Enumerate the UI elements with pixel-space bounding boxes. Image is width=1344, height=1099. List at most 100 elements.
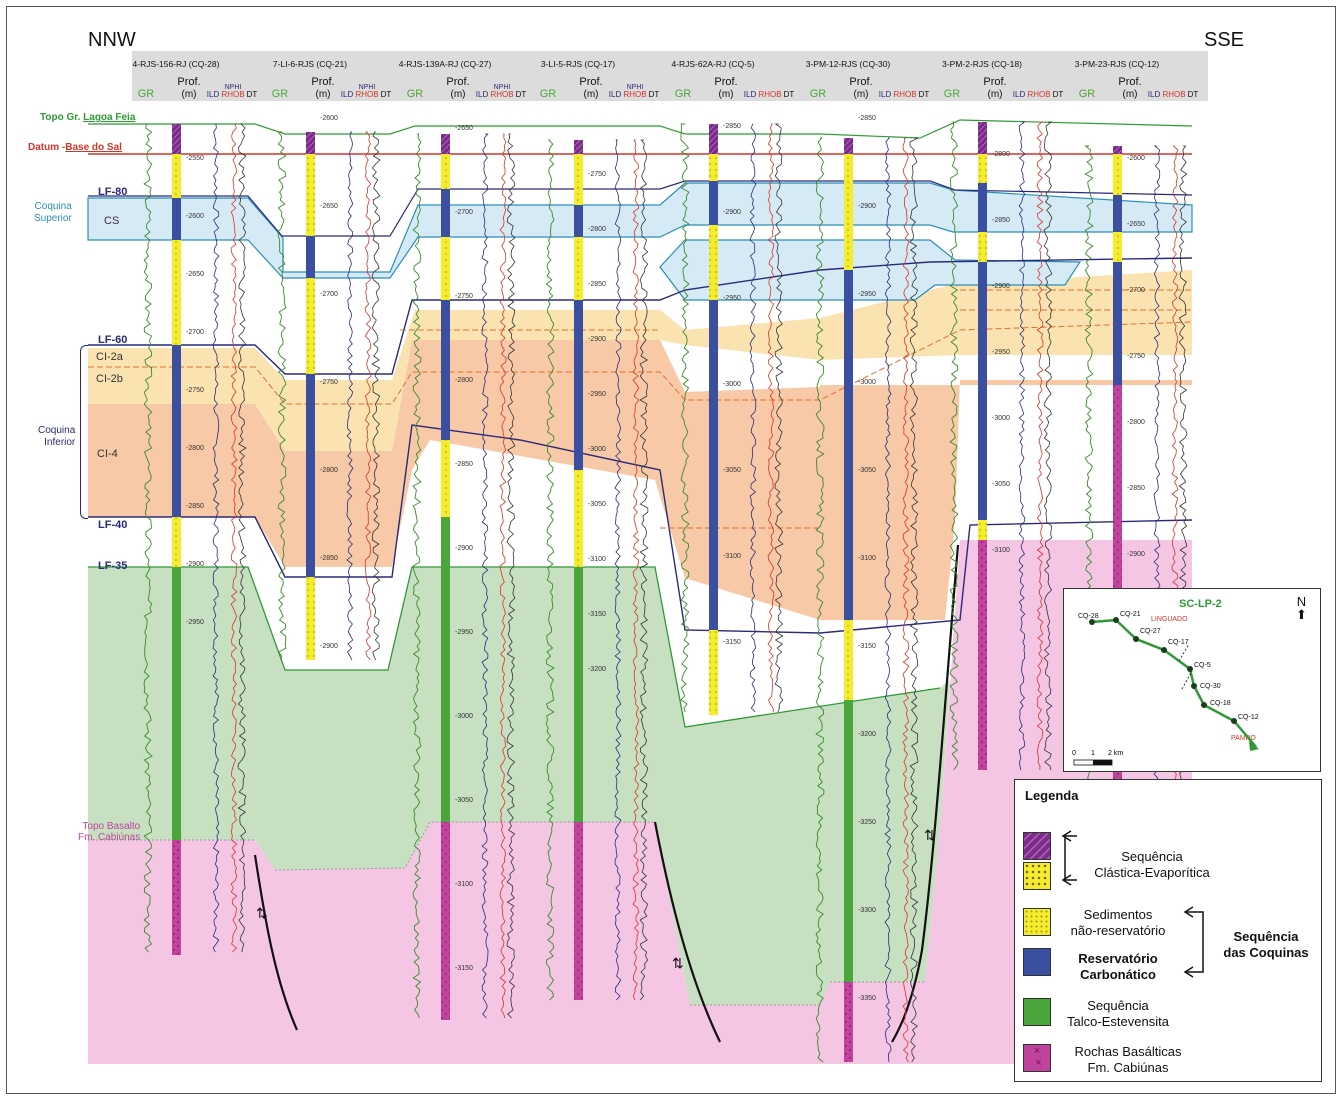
fault-arrow-1: ⇅: [256, 905, 268, 921]
cs-label: CS: [104, 215, 120, 227]
depth-label-m: (m): [719, 89, 734, 100]
lithology-segment: [844, 620, 853, 700]
lithology-segment: [172, 198, 181, 240]
depth-tick-label: -2750: [588, 171, 606, 178]
inset-well-label: CQ-18: [1210, 700, 1231, 707]
legend-res-1: Reservatório: [1078, 951, 1158, 966]
depth-tick-label: -3200: [588, 666, 606, 673]
header-band: [132, 51, 1208, 101]
depth-label-prof: Prof.: [579, 76, 602, 88]
lithology-segment: [574, 205, 583, 237]
rhob-track-label: RHOB: [758, 90, 781, 99]
lf35-line: [88, 566, 941, 728]
north-arrow-icon: ⬆: [1296, 607, 1307, 622]
gr-curve: [815, 137, 825, 1063]
ild-track-label: ILD: [609, 90, 622, 99]
gr-curve: [680, 123, 690, 713]
well-name: 3-PM-23-RJS (CQ-12): [1075, 59, 1160, 69]
inset-well-label: CQ-28: [1078, 613, 1099, 620]
gr-track-label: GR: [675, 88, 692, 100]
depth-tick-label: -2550: [186, 155, 204, 162]
gr-curve: [949, 121, 959, 771]
depth-tick-label: -3050: [858, 467, 876, 474]
depth-tick-label: -2700: [320, 291, 338, 298]
depth-tick-label: -2650: [455, 125, 473, 132]
dt-curve: [371, 131, 381, 661]
lithology-segment: [441, 822, 450, 1020]
legend-sed-2: não-reservatório: [1070, 923, 1166, 938]
legend-coquinas-1: Sequência: [1233, 929, 1299, 944]
trace-end-arrow: [1249, 741, 1259, 751]
depth-tick-label: -3050: [992, 481, 1010, 488]
depth-label-m: (m): [316, 89, 331, 100]
legend-basalt-label: Rochas Basálticas Fm. Cabiúnas: [1053, 1044, 1203, 1076]
depth-tick-label: -2650: [1127, 221, 1145, 228]
lf40-label: LF-40: [98, 519, 128, 531]
lithology-segment: [1113, 232, 1122, 262]
depth-tick-label: -3350: [858, 995, 876, 1002]
depth-tick-label: -2800: [588, 226, 606, 233]
north-arrow: N ⬆: [1296, 595, 1307, 621]
legend-bracket-2: [1183, 906, 1204, 978]
rhob-track-label: RHOB: [1027, 90, 1050, 99]
legend-basalt-1: Rochas Basálticas: [1074, 1044, 1182, 1059]
depth-tick-label: -2800: [992, 151, 1010, 158]
lithology-segment: [978, 262, 987, 520]
legend-swatch-talc: [1023, 998, 1051, 1026]
ild-curve: [346, 131, 354, 661]
scale-1: 1: [1091, 750, 1095, 757]
depth-tick-label: -2750: [320, 379, 338, 386]
legend-basalt-2: Fm. Cabiúnas: [1087, 1060, 1169, 1075]
depth-tick-label: -3050: [455, 797, 473, 804]
rhob-curve: [632, 139, 640, 1001]
coquina-inferior-line2: Inferior: [44, 437, 76, 448]
legend-res-2: Carbonático: [1080, 967, 1156, 982]
rhob-track-label: RHOB: [623, 90, 646, 99]
lithology-segment: [306, 374, 315, 577]
depth-label-prof: Prof.: [311, 76, 334, 88]
lithology-segment: [1113, 262, 1122, 385]
dt-curve: [909, 137, 919, 1063]
legend-swatch-evaporite: [1023, 832, 1051, 860]
ild-track-label: ILD: [1013, 90, 1026, 99]
lithology-segment: [306, 154, 315, 236]
gr-track-label: GR: [810, 88, 827, 100]
depth-tick-label: -3050: [723, 467, 741, 474]
lithology-segment: [441, 237, 450, 300]
lithology-segment: [306, 132, 315, 154]
topo-basalto-label: Topo Basalto Fm. Cabiúnas: [78, 821, 140, 843]
depth-tick-label: -2950: [186, 619, 204, 626]
depth-tick-label: -2850: [992, 217, 1010, 224]
rhob-curve: [1036, 121, 1044, 771]
dt-track-label: DT: [1053, 90, 1064, 99]
rhob-track-label: RHOB: [355, 90, 378, 99]
lithology-segment: [574, 154, 583, 205]
well-6: 3-PM-12-RJS (CQ-30): [806, 59, 891, 69]
depth-tick-label: -3200: [858, 731, 876, 738]
rhob-curve: [767, 123, 775, 713]
depth-label-prof: Prof.: [849, 76, 872, 88]
depth-tick-label: -2700: [186, 329, 204, 336]
lithology-segment: [844, 290, 853, 620]
dt-curve: [237, 123, 247, 953]
topo-lagoa-feia-prefix: Topo Gr.: [40, 112, 84, 123]
ild-curve: [749, 123, 757, 713]
depth-tick-label: -2650: [320, 203, 338, 210]
depth-tick-label: -3250: [858, 819, 876, 826]
orientation-right: SSE: [1204, 29, 1245, 51]
figure-frame: [6, 6, 1336, 1094]
depth-tick-label: -3050: [588, 501, 606, 508]
depth-tick-label: -2950: [858, 291, 876, 298]
ild-track-label: ILD: [476, 90, 489, 99]
gr-track-label: GR: [138, 88, 155, 100]
depth-tick-label: -3100: [858, 555, 876, 562]
dt-track-label: DT: [784, 90, 795, 99]
lithology-segment: [844, 700, 853, 982]
depth-tick-label: -2800: [186, 445, 204, 452]
lithology-segment: [172, 840, 181, 955]
depth-tick-label: -2900: [992, 283, 1010, 290]
legend-coquinas-label: Sequência das Coquinas: [1211, 929, 1321, 961]
gr-track-label: GR: [944, 88, 961, 100]
lithology-segment: [172, 567, 181, 840]
legend-title: Legenda: [1025, 788, 1079, 803]
